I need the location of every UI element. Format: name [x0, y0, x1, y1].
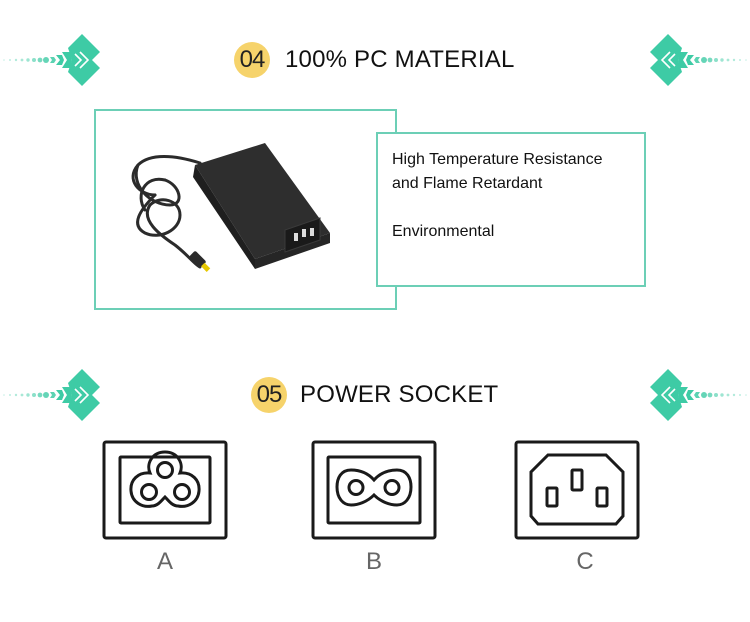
power-adapter-photo — [131, 143, 330, 272]
feature-line-3: Environmental — [392, 223, 495, 240]
teal-arrow-decoration-left-icon — [3, 369, 100, 421]
teal-arrow-decoration-right-icon — [650, 369, 747, 421]
socket-label-a: A — [156, 548, 173, 575]
feature-line-2: and Flame Retardant — [392, 175, 543, 192]
c13-three-pin-socket-icon — [514, 440, 640, 540]
socket-label-b: B — [365, 548, 382, 575]
section-title: POWER SOCKET — [300, 381, 499, 408]
section-number-badge: 04 — [234, 42, 270, 78]
feature-description-box: High Temperature Resistance and Flame Re… — [376, 132, 646, 287]
teal-arrow-decoration-left-icon — [3, 34, 100, 86]
section-title: 100% PC MATERIAL — [285, 46, 515, 73]
socket-label-c: C — [576, 548, 594, 575]
feature-line-1: High Temperature Resistance — [392, 151, 603, 168]
teal-arrow-decoration-right-icon — [650, 34, 747, 86]
section-number-badge: 05 — [251, 377, 287, 413]
c7-figure-eight-socket-icon — [311, 440, 437, 540]
c5-cloverleaf-socket-icon — [102, 440, 228, 540]
